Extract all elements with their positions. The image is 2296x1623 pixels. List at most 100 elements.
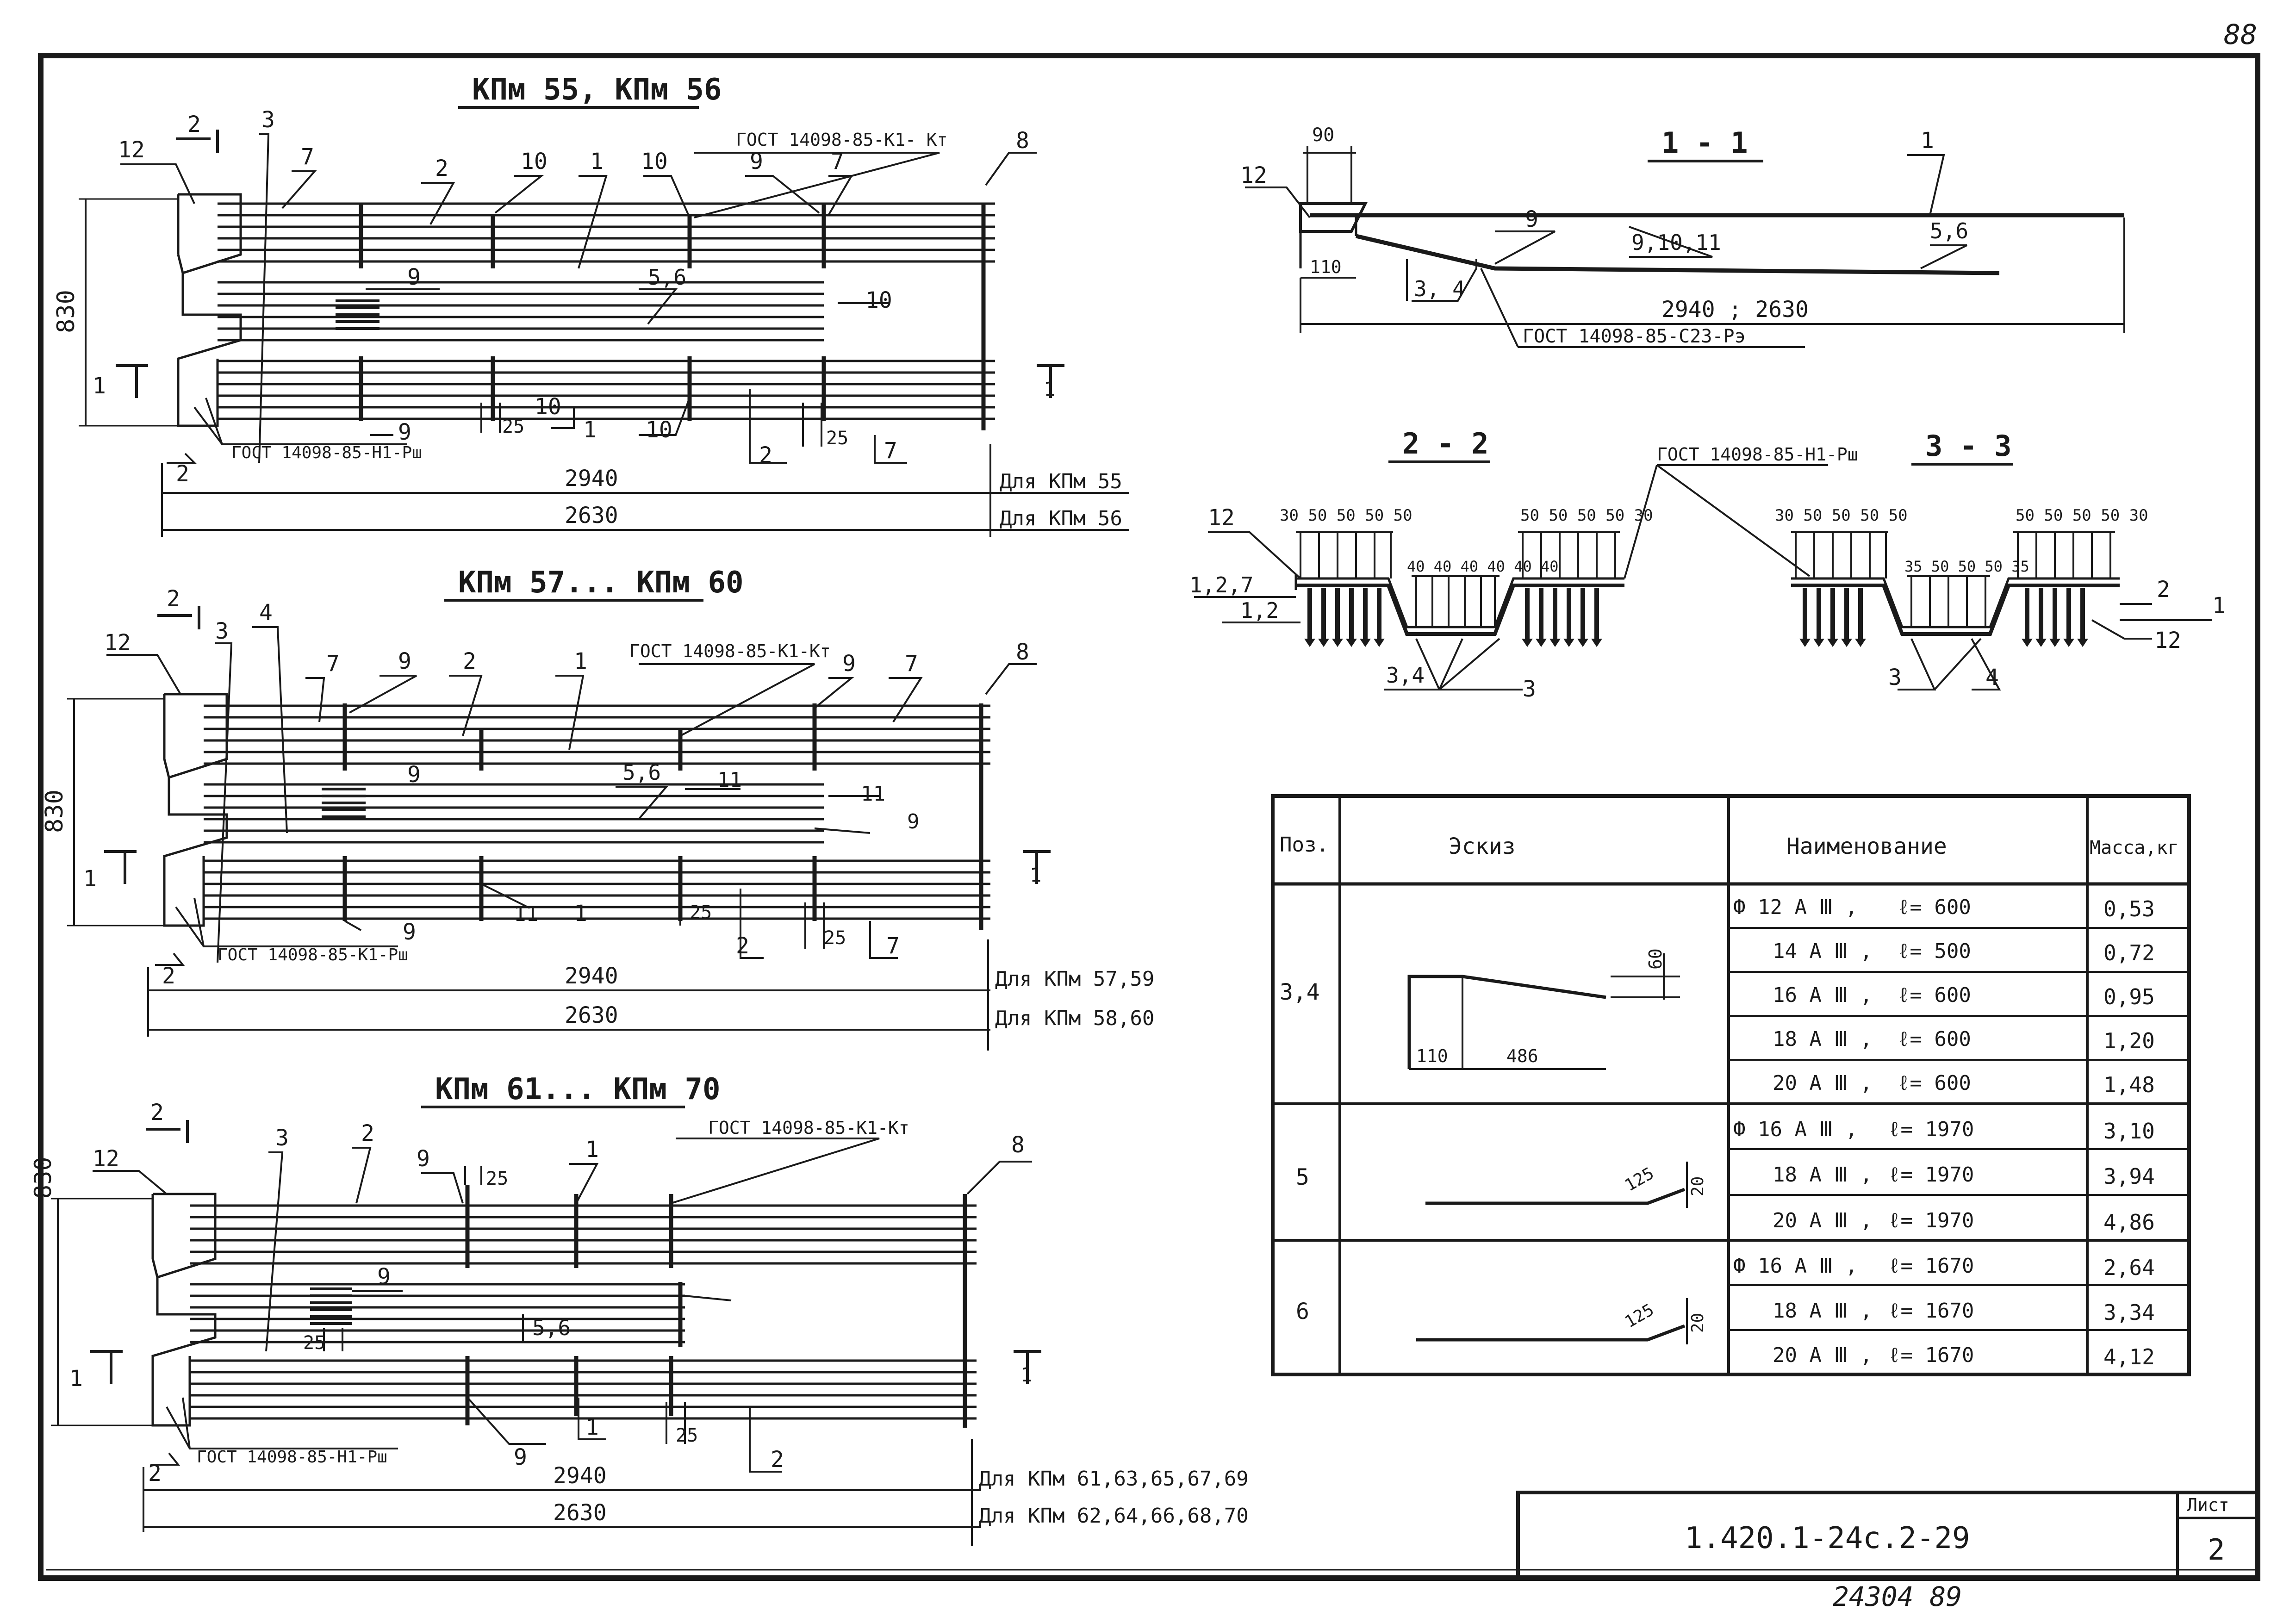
row-mass: 0,72 (2103, 940, 2155, 965)
row-len: ℓ= 600 (1898, 1027, 1971, 1051)
callout-3-4: 3,4 (1386, 663, 1425, 688)
row-name: 14 А Ⅲ , (1773, 939, 1873, 963)
callout-3: 3 (1888, 665, 1902, 690)
pos-6: 6 (1296, 1299, 1309, 1325)
callout-10e: 10 (646, 417, 672, 443)
gost-top: ГОСТ 14098-85-К1-Кт (629, 641, 831, 661)
sketch-dim-486: 486 (1506, 1046, 1538, 1066)
pos-3-4: 3,4 (1280, 979, 1320, 1005)
callout-12: 12 (93, 1146, 119, 1172)
spec-table: Поз. Эскиз Наименование Масса,кг 3,4 60 … (1271, 794, 2191, 1376)
row-len: ℓ= 1670 (1888, 1299, 1974, 1323)
drawing-kpm55: КПм 55, КПм 56 (52, 73, 1129, 537)
row-mass: 3,34 (2103, 1300, 2155, 1325)
callout-9: 9 (398, 648, 411, 674)
doc-code: 1.420.1-24с.2-29 (1685, 1521, 1970, 1555)
drawing-kpm61: КПм 61... КПм 70 (30, 1072, 1249, 1546)
callout-2: 2 (2157, 577, 2170, 603)
section-2-2: 2 - 2 (1189, 427, 1653, 702)
callout-8: 8 (1016, 639, 1029, 665)
callout-9b: 9 (842, 651, 856, 677)
dim-25a: 25 (690, 902, 712, 923)
callout-4: 4 (1985, 665, 1999, 690)
row-len: ℓ= 1670 (1888, 1343, 1974, 1367)
section-title: 3 - 3 (1925, 429, 2012, 463)
callout-12: 12 (1208, 505, 1235, 531)
callout-1b: 1 (583, 417, 597, 443)
callout-8: 8 (1016, 128, 1029, 154)
row-name: Ф 12 А Ⅲ , (1733, 895, 1858, 919)
gost-note: ГОСТ 14098-85-Н1-Рш (1657, 444, 1858, 465)
row-name: 18 А Ⅲ , (1773, 1299, 1873, 1323)
header-pos: Поз. (1280, 833, 1329, 857)
drawing-kpm57: КПм 57... КПм 60 (41, 566, 1154, 1051)
callout-11b: 11 (861, 782, 885, 806)
dim-25b: 25 (303, 1332, 325, 1354)
row-len: ℓ= 600 (1898, 895, 1971, 919)
dim-height: 830 (30, 1157, 56, 1199)
dims-right: 50 50 50 50 30 (2016, 506, 2148, 525)
callout-12: 12 (2154, 628, 2181, 653)
callout-1-2-7: 1,2,7 (1189, 572, 1253, 597)
row-len: ℓ= 600 (1898, 983, 1971, 1007)
note-for-b: Для КПм 56 (1000, 507, 1122, 530)
row-len: ℓ= 1670 (1888, 1254, 1974, 1278)
dim-25b: 25 (824, 927, 846, 949)
callout-9e: 9 (403, 919, 416, 945)
section-1-right: 1 (1044, 378, 1055, 400)
callout-2: 2 (361, 1120, 374, 1146)
callout-10b: 10 (641, 149, 668, 174)
pos-5: 5 (1296, 1164, 1309, 1190)
note-for-b: Для КПм 58,60 (995, 1007, 1154, 1030)
gost-top: ГОСТ 14098-85-К1-Кт (708, 1118, 909, 1138)
header-sketch: Эскиз (1449, 833, 1516, 859)
row-mass: 0,95 (2103, 984, 2155, 1009)
row-len: ℓ= 500 (1898, 939, 1971, 963)
row-name: 20 А Ⅲ , (1773, 1071, 1873, 1095)
dim-90: 90 (1312, 124, 1334, 146)
section-2-top: 2 (150, 1100, 164, 1126)
sketch-3-4: 60 110 486 (1407, 948, 1680, 1070)
sketch-dim-125: 125 (1622, 1164, 1657, 1195)
callout-9: 9 (1525, 206, 1538, 232)
dim-height: 830 (52, 290, 80, 333)
dim-2940: 2940 (553, 1463, 607, 1489)
section-1-left: 1 (69, 1366, 83, 1392)
page-number: 88 (2224, 19, 2257, 51)
row-len: ℓ= 1970 (1888, 1209, 1974, 1232)
dim-2630: 2630 (565, 1002, 618, 1028)
section-1-left: 1 (93, 373, 106, 399)
callout-9d: 9 (907, 810, 920, 833)
section-3-3: 3 - 3 ГОСТ 14098-85-Н1-Рш (1624, 429, 2226, 690)
callout-11a: 11 (717, 768, 742, 792)
row-mass: 2,64 (2103, 1255, 2155, 1280)
dim-2940: 2940 (565, 466, 618, 491)
row-mass: 1,48 (2103, 1072, 2155, 1097)
callout-3-4: 3, 4 (1414, 276, 1465, 301)
callout-5-6: 5,6 (648, 265, 686, 290)
row-name: 18 А Ⅲ , (1773, 1163, 1873, 1187)
row-name: 20 А Ⅲ , (1773, 1343, 1873, 1367)
section-2-bottom: 2 (148, 1461, 162, 1486)
row-mass: 0,53 (2103, 896, 2155, 921)
callout-12: 12 (1240, 162, 1267, 188)
callout-7c: 7 (884, 438, 897, 464)
section-1-left: 1 (83, 866, 97, 892)
dims-right: 50 50 50 50 30 (1520, 506, 1653, 525)
sketch-dim-60: 60 (1645, 948, 1666, 970)
dim-2630: 2630 (553, 1500, 607, 1526)
callout-9b: 9 (398, 419, 411, 445)
row-mass: 3,94 (2103, 1164, 2155, 1189)
callout-1b: 1 (574, 901, 587, 927)
callout-7c: 7 (886, 933, 900, 959)
callout-1: 1 (574, 648, 587, 674)
note-for-a: Для КПм 61,63,65,67,69 (979, 1467, 1249, 1491)
callout-4: 4 (259, 600, 273, 626)
callout-8: 8 (1011, 1132, 1025, 1158)
callout-9: 9 (417, 1146, 430, 1172)
sketch-dim-20: 20 (1688, 1176, 1707, 1196)
gost-bottom: ГОСТ 14098-85-К1-Рш (218, 945, 408, 964)
dim-25c: 25 (676, 1425, 698, 1446)
row-name: Ф 16 А Ⅲ , (1733, 1254, 1858, 1278)
